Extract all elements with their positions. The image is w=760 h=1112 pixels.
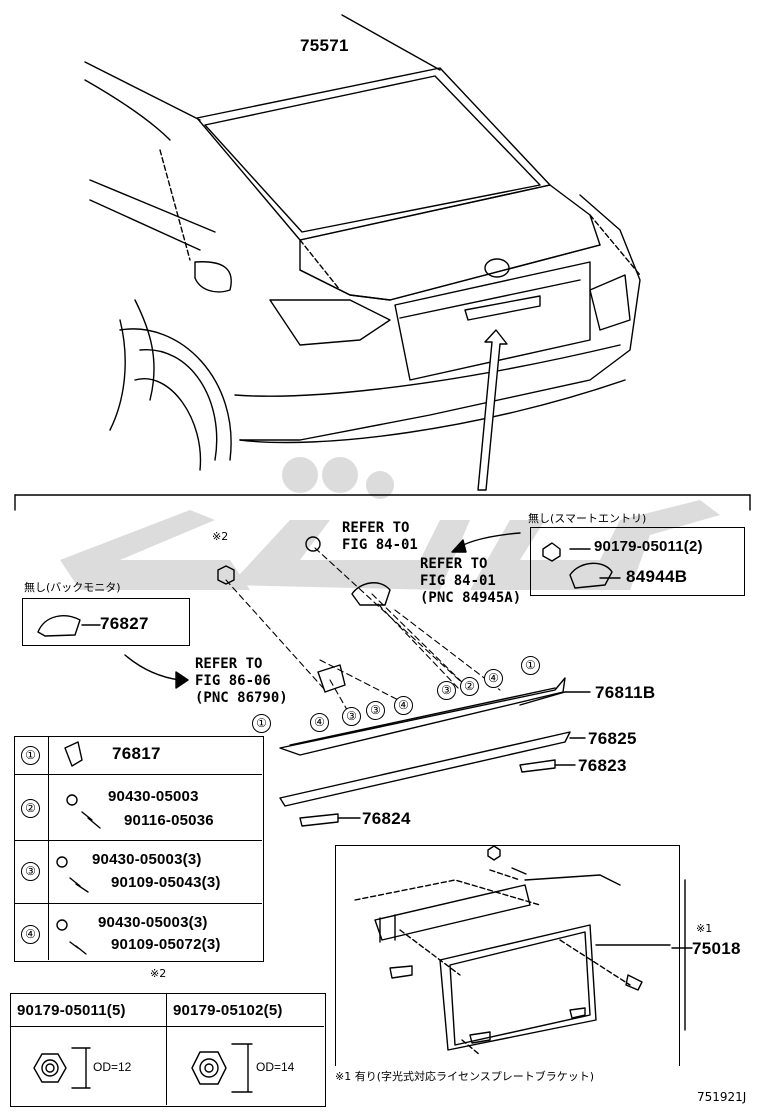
footnote-1: ※1 有り(字光式対応ライセンスプレートブラケット) <box>335 1070 595 1083</box>
smart-entry-box <box>530 527 745 596</box>
legend-90109-05072-3: 90109-05072(3) <box>111 936 221 953</box>
label-84944B: 84944B <box>626 567 688 586</box>
label-75018: 75018 <box>692 939 741 958</box>
refer-fig-84-b[interactable]: REFER TO FIG 84-01 (PNC 84945A) <box>420 556 522 606</box>
detail-arrow <box>477 329 508 491</box>
label-76823: 76823 <box>578 756 627 775</box>
refer-fig-86[interactable]: REFER TO FIG 86-06 (PNC 86790) <box>195 656 288 706</box>
label-75571: 75571 <box>300 36 349 55</box>
callout-3: ③ <box>342 707 361 726</box>
legend-90430-05003: 90430-05003 <box>108 788 199 805</box>
nut-col1-title: 90179-05011(5) <box>17 1002 126 1019</box>
callout-4: ④ <box>310 713 329 732</box>
legend-90430-05003-3: 90430-05003(3) <box>92 851 202 868</box>
callout-2: ② <box>460 677 479 696</box>
callout-4: ④ <box>484 669 503 688</box>
mark2-top: ※2 <box>212 530 229 543</box>
label-90179-05011: 90179-05011(2) <box>594 538 703 555</box>
nut-table-mark: ※2 <box>150 967 167 980</box>
callout-4: ④ <box>394 696 413 715</box>
nut-col2-title: 90179-05102(5) <box>173 1002 283 1019</box>
callout-3: ③ <box>437 681 456 700</box>
label-76824: 76824 <box>362 809 411 828</box>
legend-num-4: ④ <box>21 925 40 944</box>
diagram-code: 751921J <box>697 1090 747 1104</box>
legend-90116-05036: 90116-05036 <box>124 812 214 829</box>
callout-3: ③ <box>366 701 385 720</box>
label-76825: 76825 <box>588 729 637 748</box>
nut-drawings <box>33 1043 253 1093</box>
legend-76817: 76817 <box>112 744 161 763</box>
car-rear-outline <box>84 14 641 471</box>
note-no-back-monitor: 無し(バックモニタ) <box>24 581 121 594</box>
back-monitor-box <box>22 598 190 646</box>
legend-90109-05043-3: 90109-05043(3) <box>111 874 221 891</box>
legend-num-1: ① <box>21 746 40 765</box>
label-76811B: 76811B <box>595 683 656 702</box>
refer-fig-84-a[interactable]: REFER TO FIG 84-01 <box>342 520 418 553</box>
moulding-part <box>279 677 566 756</box>
legend-num-3: ③ <box>21 862 40 881</box>
nut-table <box>10 993 326 1107</box>
label-76827: 76827 <box>100 614 149 633</box>
nut-col1-od: OD=12 <box>93 1060 132 1074</box>
legend-num-2: ② <box>21 799 40 818</box>
legend-90430-05003-3b: 90430-05003(3) <box>98 914 208 931</box>
nut-col2-od: OD=14 <box>256 1060 295 1074</box>
watermark <box>60 457 720 590</box>
bracket-detail <box>354 845 693 1056</box>
legend-table <box>14 736 264 962</box>
callout-1: ① <box>252 714 271 733</box>
bracket-detail-box <box>335 845 680 1066</box>
mark1: ※1 <box>696 922 713 935</box>
note-no-smart-entry: 無し(スマートエントリ) <box>528 512 647 525</box>
callout-1: ① <box>521 656 540 675</box>
